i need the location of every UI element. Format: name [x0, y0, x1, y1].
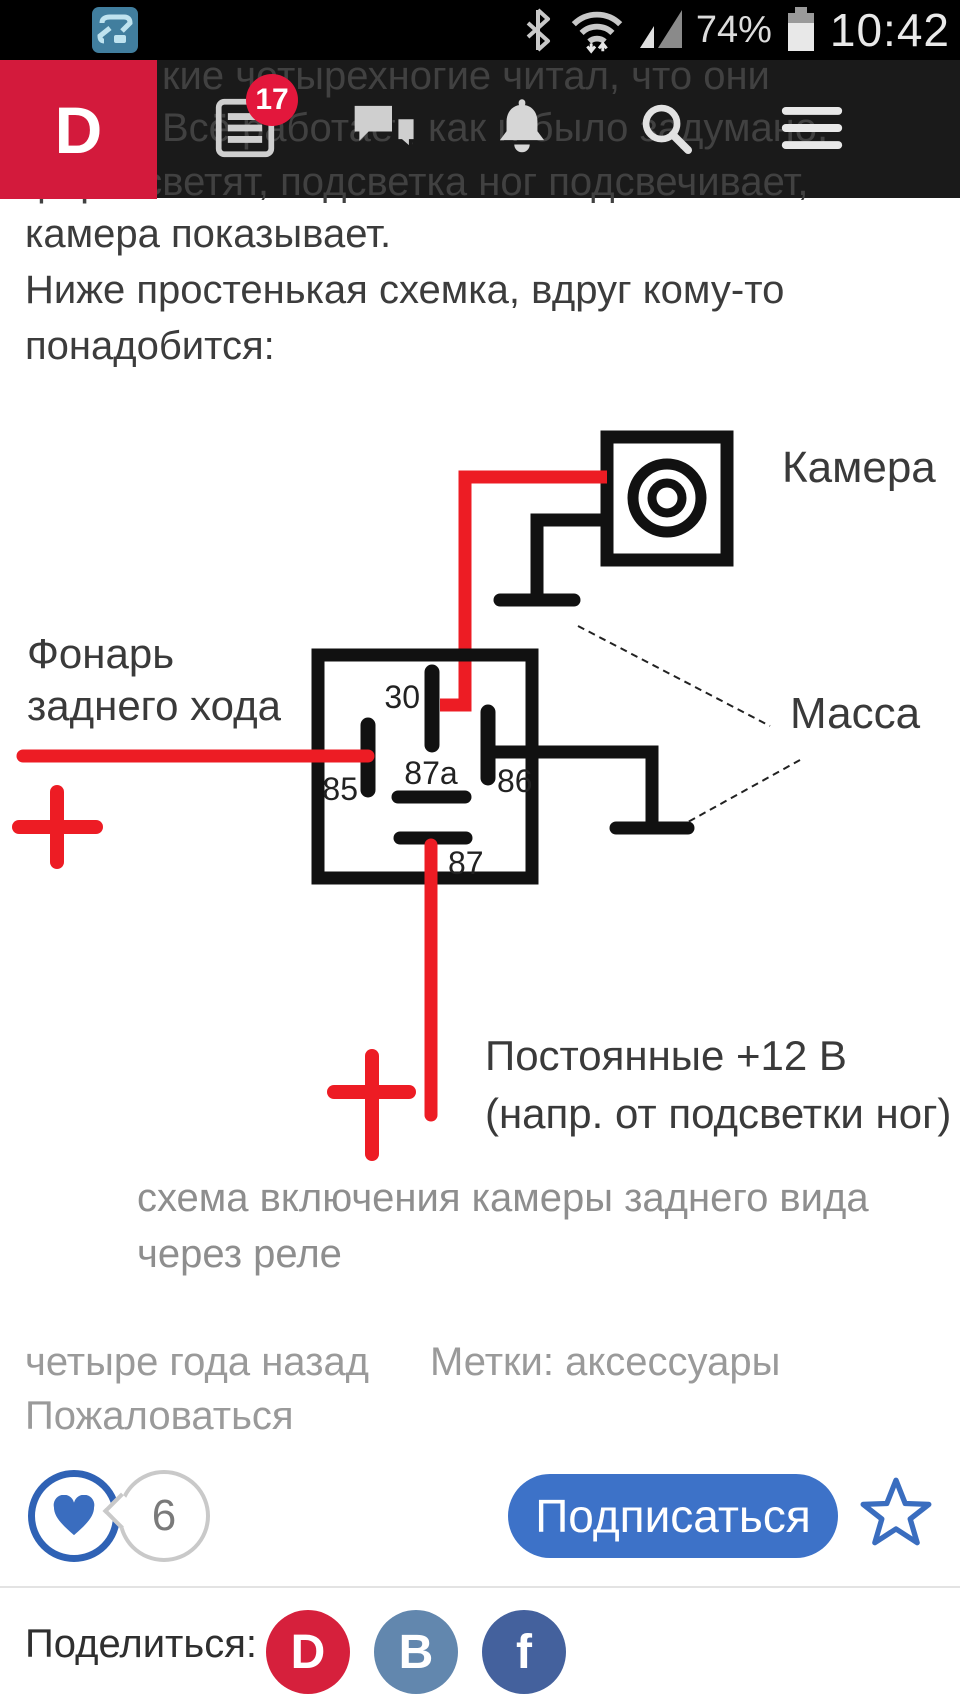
status-icons: 74% 10:42 — [520, 0, 950, 60]
relay-ground-wire — [494, 745, 659, 822]
messages-button[interactable] — [345, 88, 425, 168]
camera-symbol — [600, 430, 734, 567]
power-label-1: Постоянные +12 В — [485, 1032, 847, 1079]
massa-callout-line — [687, 759, 801, 823]
reverse-lamp-label-2: заднего хода — [27, 682, 282, 729]
post-text-line: Ниже простенькая схемка, вдруг кому-то — [25, 268, 785, 312]
feed-icon — [215, 98, 275, 158]
bluetooth-icon — [526, 8, 550, 52]
subscribe-button[interactable]: Подписаться — [508, 1474, 838, 1558]
wifi-icon — [571, 11, 623, 54]
post-date: четыре года назад — [25, 1340, 370, 1384]
search-button[interactable] — [626, 88, 706, 168]
subscribe-label: Подписаться — [535, 1490, 811, 1542]
image-caption-line: схема включения камеры заднего вида — [137, 1176, 869, 1220]
clock: 10:42 — [829, 4, 950, 56]
pin-87a-label: 87a — [404, 755, 458, 791]
share-drive2-letter: D — [290, 1625, 326, 1679]
star-icon — [860, 1477, 932, 1546]
massa-callout-line — [577, 625, 771, 727]
battery-icon — [787, 7, 814, 51]
pin-85-label: 85 — [322, 771, 358, 807]
pin-30-label: 30 — [384, 679, 420, 715]
camera-label: Камера — [782, 443, 936, 492]
notifications-button[interactable] — [482, 88, 562, 168]
report-link[interactable]: Пожаловаться — [25, 1394, 294, 1438]
share-label: Поделиться: — [25, 1622, 257, 1666]
share-drive2-button[interactable]: D — [266, 1610, 350, 1694]
messages-icon — [354, 105, 418, 153]
menu-button[interactable] — [772, 88, 852, 168]
feed-button[interactable] — [205, 88, 285, 168]
post-text-line: понадобится: — [25, 324, 275, 368]
like-count-value: 6 — [151, 1491, 177, 1540]
menu-icon — [781, 106, 843, 150]
section-divider — [0, 1586, 960, 1588]
share-facebook-button[interactable]: f — [482, 1610, 566, 1694]
signal-icon — [639, 10, 682, 48]
post-tags-link[interactable]: Метки: аксессуары — [430, 1340, 781, 1384]
favorite-button[interactable] — [860, 1476, 932, 1553]
relay-wiring-diagram: Камера 30 85 87a 86 87 Фонарь заднего хо… — [12, 430, 951, 1161]
share-vk-button[interactable]: B — [374, 1610, 458, 1694]
post-text-line: камера показывает. — [25, 212, 392, 256]
pin-87-label: 87 — [448, 845, 484, 881]
share-facebook-letter: f — [516, 1625, 532, 1679]
feed-badge: 17 — [246, 74, 298, 126]
app-notification-icon — [92, 7, 138, 53]
share-vk-letter: B — [398, 1625, 434, 1679]
bell-icon — [499, 99, 545, 153]
red-wire-camera — [440, 470, 607, 712]
battery-percent: 74% — [695, 8, 772, 51]
drive2-logo[interactable]: D — [0, 60, 157, 199]
ground-label: Масса — [790, 689, 921, 738]
pin-86-label: 86 — [497, 763, 533, 799]
reverse-lamp-label-1: Фонарь — [27, 630, 174, 677]
power-label-2: (напр. от подсветки ног) — [485, 1090, 951, 1137]
camera-ground-wire — [530, 513, 607, 596]
like-button[interactable] — [28, 1470, 120, 1562]
drive2-logo-letter: D — [54, 92, 103, 167]
heart-icon — [53, 1495, 95, 1536]
image-caption-line: через реле — [137, 1232, 342, 1276]
search-icon — [642, 104, 693, 155]
